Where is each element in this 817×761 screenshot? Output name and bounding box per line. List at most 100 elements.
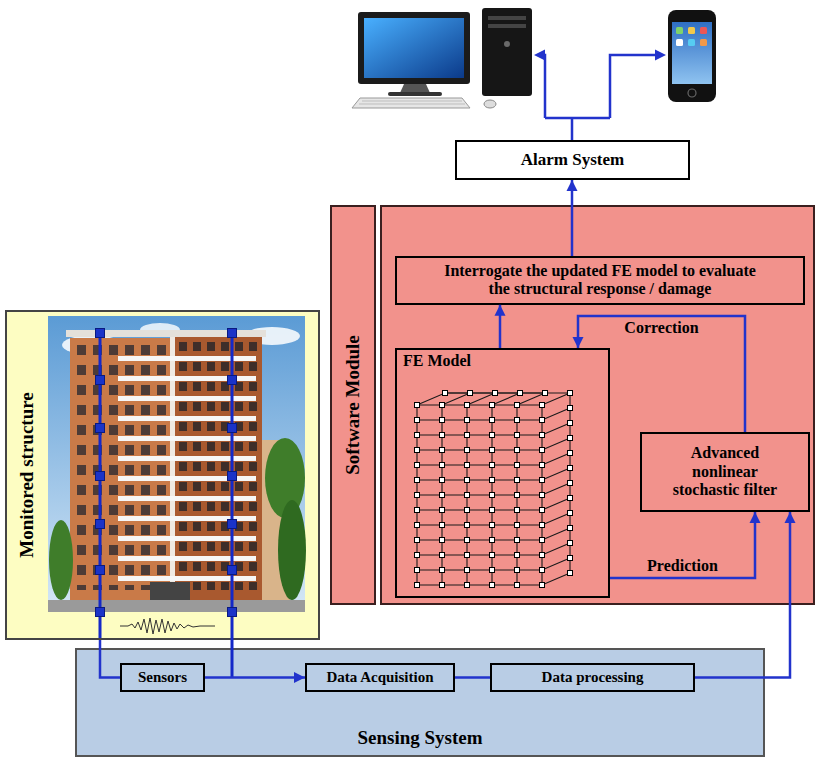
- monitor-frame: [358, 12, 470, 84]
- arrowhead: [785, 512, 796, 523]
- connector: [695, 512, 796, 678]
- balcony: [118, 496, 256, 501]
- connector-line: [571, 180, 574, 256]
- connector: [455, 677, 490, 678]
- sensor: [96, 376, 105, 385]
- balconies: [118, 356, 256, 581]
- mesh-column: [541, 405, 542, 585]
- arrowhead: [573, 337, 584, 348]
- arrowhead: [534, 50, 545, 61]
- monitor-stand: [400, 84, 430, 93]
- panel-label: Software Module: [342, 335, 364, 475]
- computer-tower: [482, 8, 532, 96]
- monitor-base: [388, 92, 442, 96]
- computer-icon: [352, 8, 532, 108]
- sensor-markers: [96, 329, 237, 617]
- drive-bay: [488, 16, 526, 20]
- arrowhead: [294, 672, 305, 683]
- arrowhead: [567, 180, 578, 191]
- ground: [48, 600, 305, 612]
- mesh-column: [441, 405, 442, 585]
- connector-line: [695, 512, 790, 678]
- sensor-wire: [100, 333, 232, 677]
- monitor-screen: [364, 18, 464, 78]
- mouse: [484, 100, 496, 108]
- edge-label: Prediction: [644, 557, 721, 575]
- arrowhead: [495, 305, 506, 316]
- process-box: Interrogate the updated FE model to eval…: [395, 256, 805, 305]
- windows: [74, 340, 166, 590]
- tree: [49, 520, 73, 600]
- balcony: [118, 556, 256, 561]
- tree: [278, 500, 306, 600]
- edge-label: Correction: [621, 319, 701, 337]
- sensing-system-band: Sensing SystemSensorsData AcquisitionDat…: [75, 648, 765, 757]
- roof-parapet: [66, 330, 266, 337]
- sensor: [228, 608, 237, 617]
- facade: [170, 330, 262, 600]
- connector: [567, 180, 578, 256]
- software-module-panel: Software Module Interrogate the updated F…: [330, 205, 815, 605]
- tree: [265, 438, 305, 518]
- app-icon: [700, 27, 707, 34]
- side-wing: [255, 440, 290, 602]
- mesh-column: [466, 405, 467, 585]
- connector: [205, 672, 305, 683]
- connector: [495, 305, 506, 348]
- facade-divider: [170, 337, 175, 600]
- phone-screen: [672, 22, 712, 84]
- sensor: [228, 376, 237, 385]
- sensor: [228, 472, 237, 481]
- balcony: [118, 476, 256, 481]
- connector: [100, 640, 120, 678]
- balcony: [118, 456, 256, 461]
- fe-mesh: [417, 393, 570, 585]
- balcony: [118, 516, 256, 521]
- sensor: [96, 520, 105, 529]
- keyboard: [352, 98, 470, 108]
- app-icon: [676, 27, 683, 34]
- balcony: [118, 356, 256, 361]
- balcony: [118, 576, 256, 581]
- sensor: [228, 566, 237, 575]
- keyboard-keys: [359, 101, 465, 104]
- app-icon: [688, 27, 695, 34]
- cloud: [244, 327, 300, 345]
- cloud: [62, 335, 122, 355]
- monitored-structure-panel: Monitored structure: [5, 310, 320, 640]
- building-photo: [48, 316, 306, 612]
- sensor: [96, 608, 105, 617]
- sky: [48, 316, 305, 612]
- home-button: [688, 89, 696, 97]
- mesh-column: [569, 393, 570, 573]
- fe-model-box: FE Model: [395, 348, 610, 598]
- panel-label: Monitored structure: [16, 392, 38, 558]
- seismic-waveform: [120, 618, 215, 634]
- mesh-roof: [445, 392, 545, 393]
- filter-box: Advanced nonlinear stochastic filter: [640, 432, 810, 512]
- power-button: [504, 41, 510, 47]
- arrowhead: [750, 512, 761, 523]
- balcony: [118, 396, 256, 401]
- mesh-column: [516, 405, 517, 585]
- connector-line: [578, 316, 745, 432]
- connector: [573, 316, 746, 432]
- alarm-box: Alarm System: [455, 140, 690, 180]
- mesh-column: [416, 405, 417, 585]
- app-icon: [700, 39, 707, 46]
- phone-icon: [668, 10, 716, 102]
- box-label: Data Acquisition: [326, 669, 433, 686]
- facade: [70, 338, 170, 600]
- process-box: Sensors: [120, 663, 205, 692]
- app-icon: [676, 39, 683, 46]
- connector-line: [100, 640, 120, 678]
- sensor: [96, 329, 105, 338]
- panel-label: Sensing System: [77, 727, 763, 749]
- connector-line: [610, 512, 755, 578]
- balcony: [118, 376, 256, 381]
- connector: [610, 512, 761, 578]
- box-label: Sensors: [138, 669, 187, 686]
- arrowhead: [655, 50, 666, 61]
